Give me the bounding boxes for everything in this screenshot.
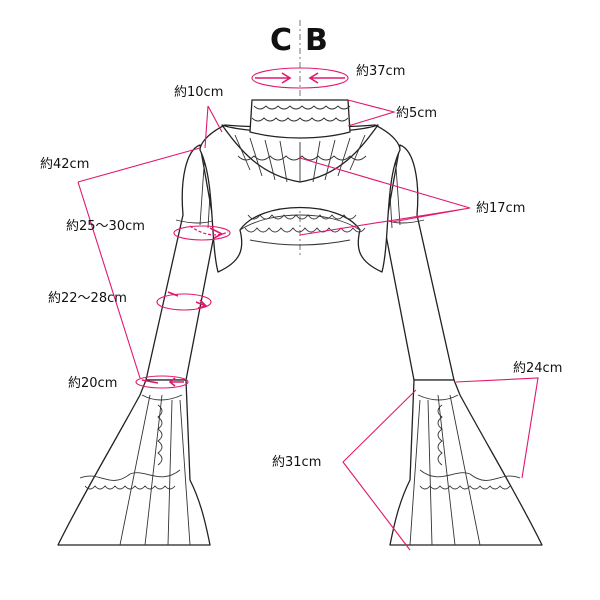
- measure-wrist: 約20cm: [68, 375, 189, 391]
- center-mark-c: C: [270, 23, 292, 58]
- measure-upper-arm: 約25～30cm: [66, 219, 231, 241]
- label-cuff-length: 約31cm: [272, 455, 321, 470]
- measure-forearm: 約22～28cm: [48, 291, 212, 311]
- measure-sleeve-length: 約42cm: [40, 147, 201, 379]
- measure-neck-circ: 約37cm: [251, 64, 405, 89]
- label-upper-arm: 約25～30cm: [66, 219, 145, 234]
- measure-back-width: 約17cm: [299, 157, 525, 236]
- collar: [221, 99, 379, 183]
- label-cuff-width: 約24cm: [513, 361, 562, 376]
- label-shoulder: 約10cm: [174, 85, 223, 100]
- label-sleeve-length: 約42cm: [40, 157, 89, 172]
- measure-cuff-length: 約31cm: [272, 389, 417, 551]
- center-mark-b: B: [305, 23, 328, 58]
- label-back-width: 約17cm: [476, 201, 525, 216]
- measure-shoulder: 約10cm: [174, 85, 223, 149]
- measure-collar-height: 約5cm: [347, 99, 437, 127]
- right-sleeve: [384, 144, 543, 546]
- left-sleeve: [57, 144, 216, 546]
- measure-cuff-width: 約24cm: [455, 361, 562, 479]
- label-neck-circ: 約37cm: [356, 64, 405, 79]
- label-wrist: 約20cm: [68, 376, 117, 391]
- label-forearm: 約22～28cm: [48, 291, 127, 306]
- label-collar-height: 約5cm: [396, 106, 437, 121]
